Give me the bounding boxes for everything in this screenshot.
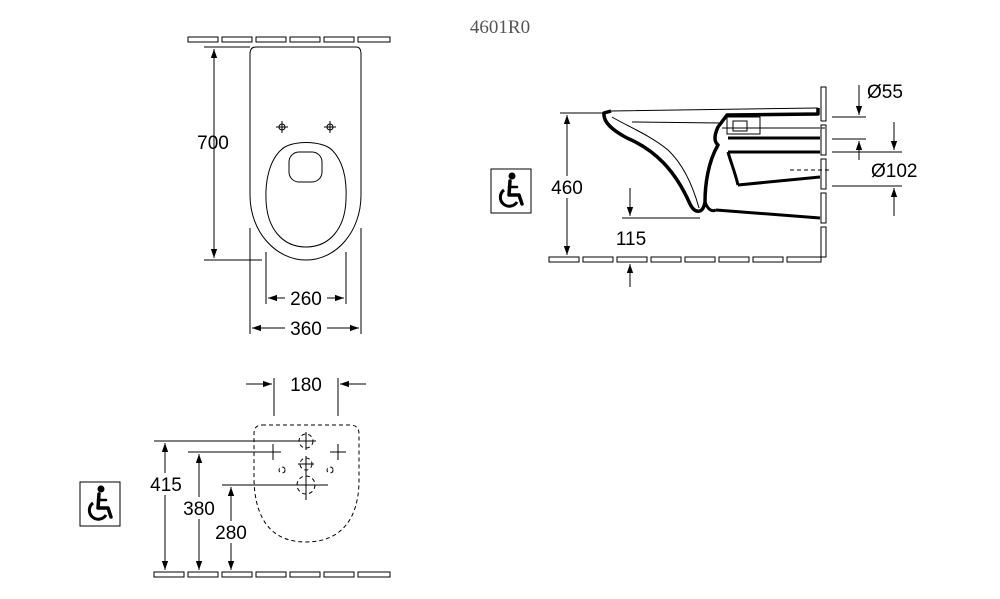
dimension-700: 700 (197, 46, 262, 261)
dimension-380-label: 380 (183, 499, 215, 520)
dimension-460: 460 (545, 112, 604, 255)
wall-top-view (187, 36, 391, 43)
outlet-pipe-lower (703, 151, 740, 213)
dimension-380: 380 (180, 451, 265, 570)
fixing-mark-lower-right (326, 466, 334, 474)
fixing-mark-top (296, 432, 316, 450)
wheelchair-icon (490, 168, 532, 214)
connector-fitting (726, 116, 761, 135)
dimension-260: 260 (265, 252, 347, 310)
dimension-180: 180 (246, 375, 366, 416)
fixing-mark-bottom (284, 470, 328, 500)
dimension-d102-label: Ø102 (871, 161, 917, 182)
dimension-115: 115 (616, 188, 700, 287)
rim-top (610, 107, 820, 129)
dimension-460-label: 460 (551, 178, 583, 199)
dimension-d102: Ø102 (832, 122, 917, 216)
dimension-115-label: 115 (616, 229, 646, 250)
fixing-mark-left (265, 444, 281, 460)
bowl-outline-dashed (253, 424, 360, 543)
flush-outlet (288, 151, 323, 183)
dimension-280: 280 (212, 484, 284, 570)
dimension-180-label: 180 (290, 375, 322, 396)
floor-side-view (548, 256, 822, 263)
seat-opening (265, 142, 347, 248)
dimension-d55: Ø55 (832, 82, 903, 160)
dimension-360: 360 (249, 228, 362, 340)
drawing-title: 4601R0 (470, 17, 530, 38)
bowl-profile (602, 108, 820, 213)
wall-side-view (820, 86, 827, 258)
dimension-260-label: 260 (290, 289, 322, 310)
dimension-280-label: 280 (215, 523, 247, 544)
bowl-inner-surface (611, 116, 700, 209)
fixing-mark-right (324, 121, 336, 133)
top-view: 700 260 360 (187, 36, 391, 340)
fixing-mark-centre (298, 456, 314, 472)
fixing-mark-lower-left (278, 466, 286, 474)
dimension-415: 415 (147, 440, 298, 570)
side-view: 460 115 Ø55 Ø102 (490, 82, 917, 287)
dimension-415-label: 415 (150, 475, 182, 496)
fixing-mark-right (330, 444, 346, 460)
dimension-700-label: 700 (197, 133, 229, 154)
mounting-view: 180 415 380 280 (79, 375, 391, 578)
fixing-mark-left (276, 121, 288, 133)
dimension-d55-label: Ø55 (867, 82, 903, 103)
floor-mounting-view (153, 571, 391, 578)
bowl-outline-top (249, 46, 362, 261)
dimension-360-label: 360 (290, 319, 322, 340)
outlet-pipe (715, 136, 821, 220)
wheelchair-icon (79, 481, 121, 527)
